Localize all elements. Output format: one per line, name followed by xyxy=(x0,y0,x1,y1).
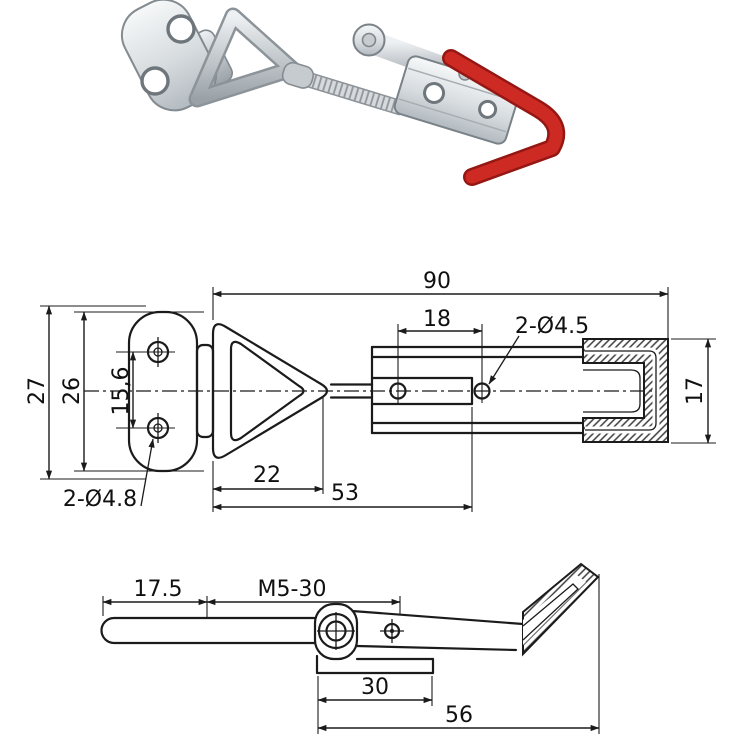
label-plate-holes: 2-Ø4.8 xyxy=(63,487,137,512)
dimension-lines xyxy=(45,290,712,511)
leader-plate-holes xyxy=(140,438,155,507)
product-photo xyxy=(120,0,566,186)
plate-hole xyxy=(140,66,170,96)
side-view-drawing: 17.5 M5-30 30 56 xyxy=(100,562,600,734)
lever-arm-top xyxy=(350,609,525,626)
dimension-lines-side xyxy=(102,598,600,732)
rod-side xyxy=(100,616,332,645)
grip-section-hatched xyxy=(582,338,669,443)
spring xyxy=(281,61,315,89)
rivet xyxy=(361,32,377,48)
top-view-drawing: 90 18 2-Ø4.5 17 27 26 15,6 2-Ø4.8 22 53 xyxy=(25,269,716,512)
lever-arm-bottom xyxy=(355,644,518,652)
red-grip xyxy=(444,51,563,184)
bail-outer xyxy=(211,323,329,459)
dim-grip-width-label: 17 xyxy=(683,377,708,405)
base-bracket xyxy=(315,654,435,675)
grip-side-section xyxy=(522,562,600,657)
bail-loop xyxy=(191,10,298,105)
dim-bail-length-label: 22 xyxy=(253,463,281,488)
handle-end-inside-grip xyxy=(583,369,641,413)
bail-inner xyxy=(229,340,305,442)
leader-body-holes xyxy=(488,335,520,385)
dim-overall-length-label: 90 xyxy=(423,269,451,294)
dim-rod-tip-label: 17.5 xyxy=(134,577,183,602)
dim-plate-height-label: 26 xyxy=(60,377,85,405)
latch-body-outline xyxy=(370,345,585,435)
threaded-rod xyxy=(281,61,404,116)
plate-hole xyxy=(166,14,196,44)
dim-plate-outer-label: 27 xyxy=(25,377,50,405)
dim-base-length-label: 30 xyxy=(361,675,389,700)
label-body-holes: 2-Ø4.5 xyxy=(515,314,589,339)
dim-side-overall-label: 56 xyxy=(445,703,473,728)
dim-hole-spacing-label: 18 xyxy=(423,307,451,332)
extension-lines xyxy=(40,287,716,512)
dim-plate-hole-spacing-label: 15,6 xyxy=(109,367,134,416)
label-thread-spec: M5-30 xyxy=(258,577,327,602)
dim-bail-slide-label: 53 xyxy=(331,481,359,506)
